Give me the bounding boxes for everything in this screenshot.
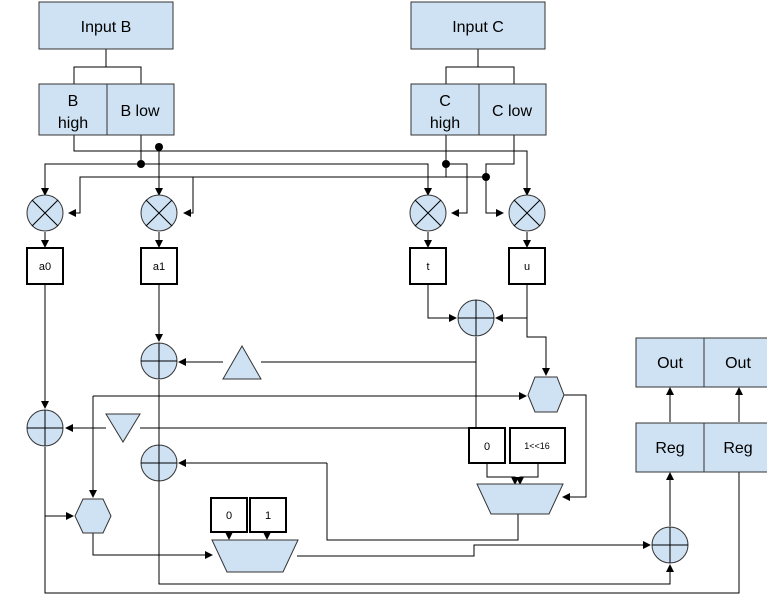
c-high-label-2: high (430, 115, 460, 132)
adder-a1-icon (140, 342, 178, 380)
input-c-label: Input C (452, 19, 504, 36)
multiplier-a0-icon (26, 194, 64, 232)
out-left-block: Out (635, 337, 705, 388)
b-low-label: B low (120, 103, 160, 120)
product-a0-label: a0 (39, 261, 51, 273)
hexagon-right-icon (527, 376, 565, 413)
b-low-block: B low (106, 83, 175, 136)
const-shift-label: 1<<16 (524, 441, 550, 451)
c-low-label: C low (492, 103, 532, 120)
product-t-box: t (409, 247, 447, 285)
c-high-block: C high (410, 83, 480, 136)
b-high-label-1: B (68, 93, 79, 110)
mux-right-icon (476, 483, 564, 515)
mux-left-icon (211, 539, 299, 573)
c-high-label-1: C (439, 93, 451, 110)
product-u-label: u (524, 261, 530, 273)
const-zero-right-box: 0 (468, 427, 506, 464)
b-high-block: B high (38, 83, 108, 136)
wires (41, 49, 743, 594)
reg-left-block: Reg (635, 422, 705, 473)
shift-up-triangle-icon (222, 344, 262, 380)
const-zero-left-box: 0 (210, 497, 248, 533)
const-one-box: 1 (249, 497, 287, 533)
product-a0-box: a0 (26, 247, 64, 285)
product-u-box: u (508, 247, 546, 285)
hexagon-left-icon (74, 498, 112, 534)
reg-left-label: Reg (655, 440, 684, 457)
const-zero-right-label: 0 (484, 441, 490, 453)
reg-right-label: Reg (723, 440, 752, 457)
out-left-label: Out (657, 355, 683, 372)
product-a1-box: a1 (140, 247, 178, 285)
adder-output-icon (651, 526, 689, 564)
multiplier-t-icon (409, 194, 447, 232)
const-zero-left-label: 0 (226, 510, 232, 522)
const-shift-box: 1<<16 (509, 427, 566, 464)
out-right-block: Out (703, 337, 767, 388)
multiplier-a1-icon (140, 194, 178, 232)
input-c-block: Input C (410, 1, 546, 50)
const-one-label: 1 (265, 510, 271, 522)
multiplier-u-icon (508, 194, 546, 232)
adder-a0-icon (26, 409, 64, 447)
out-right-label: Out (725, 355, 751, 372)
input-b-block: Input B (38, 1, 174, 50)
b-high-label-2: high (58, 115, 88, 132)
product-a1-label: a1 (153, 261, 165, 273)
c-low-block: C low (478, 83, 547, 136)
shift-down-triangle-icon (105, 413, 141, 443)
adder-carry-icon (140, 444, 178, 482)
product-t-label: t (426, 261, 429, 273)
reg-right-block: Reg (703, 422, 767, 473)
adder-tu-icon (457, 299, 495, 337)
input-b-label: Input B (81, 19, 132, 36)
